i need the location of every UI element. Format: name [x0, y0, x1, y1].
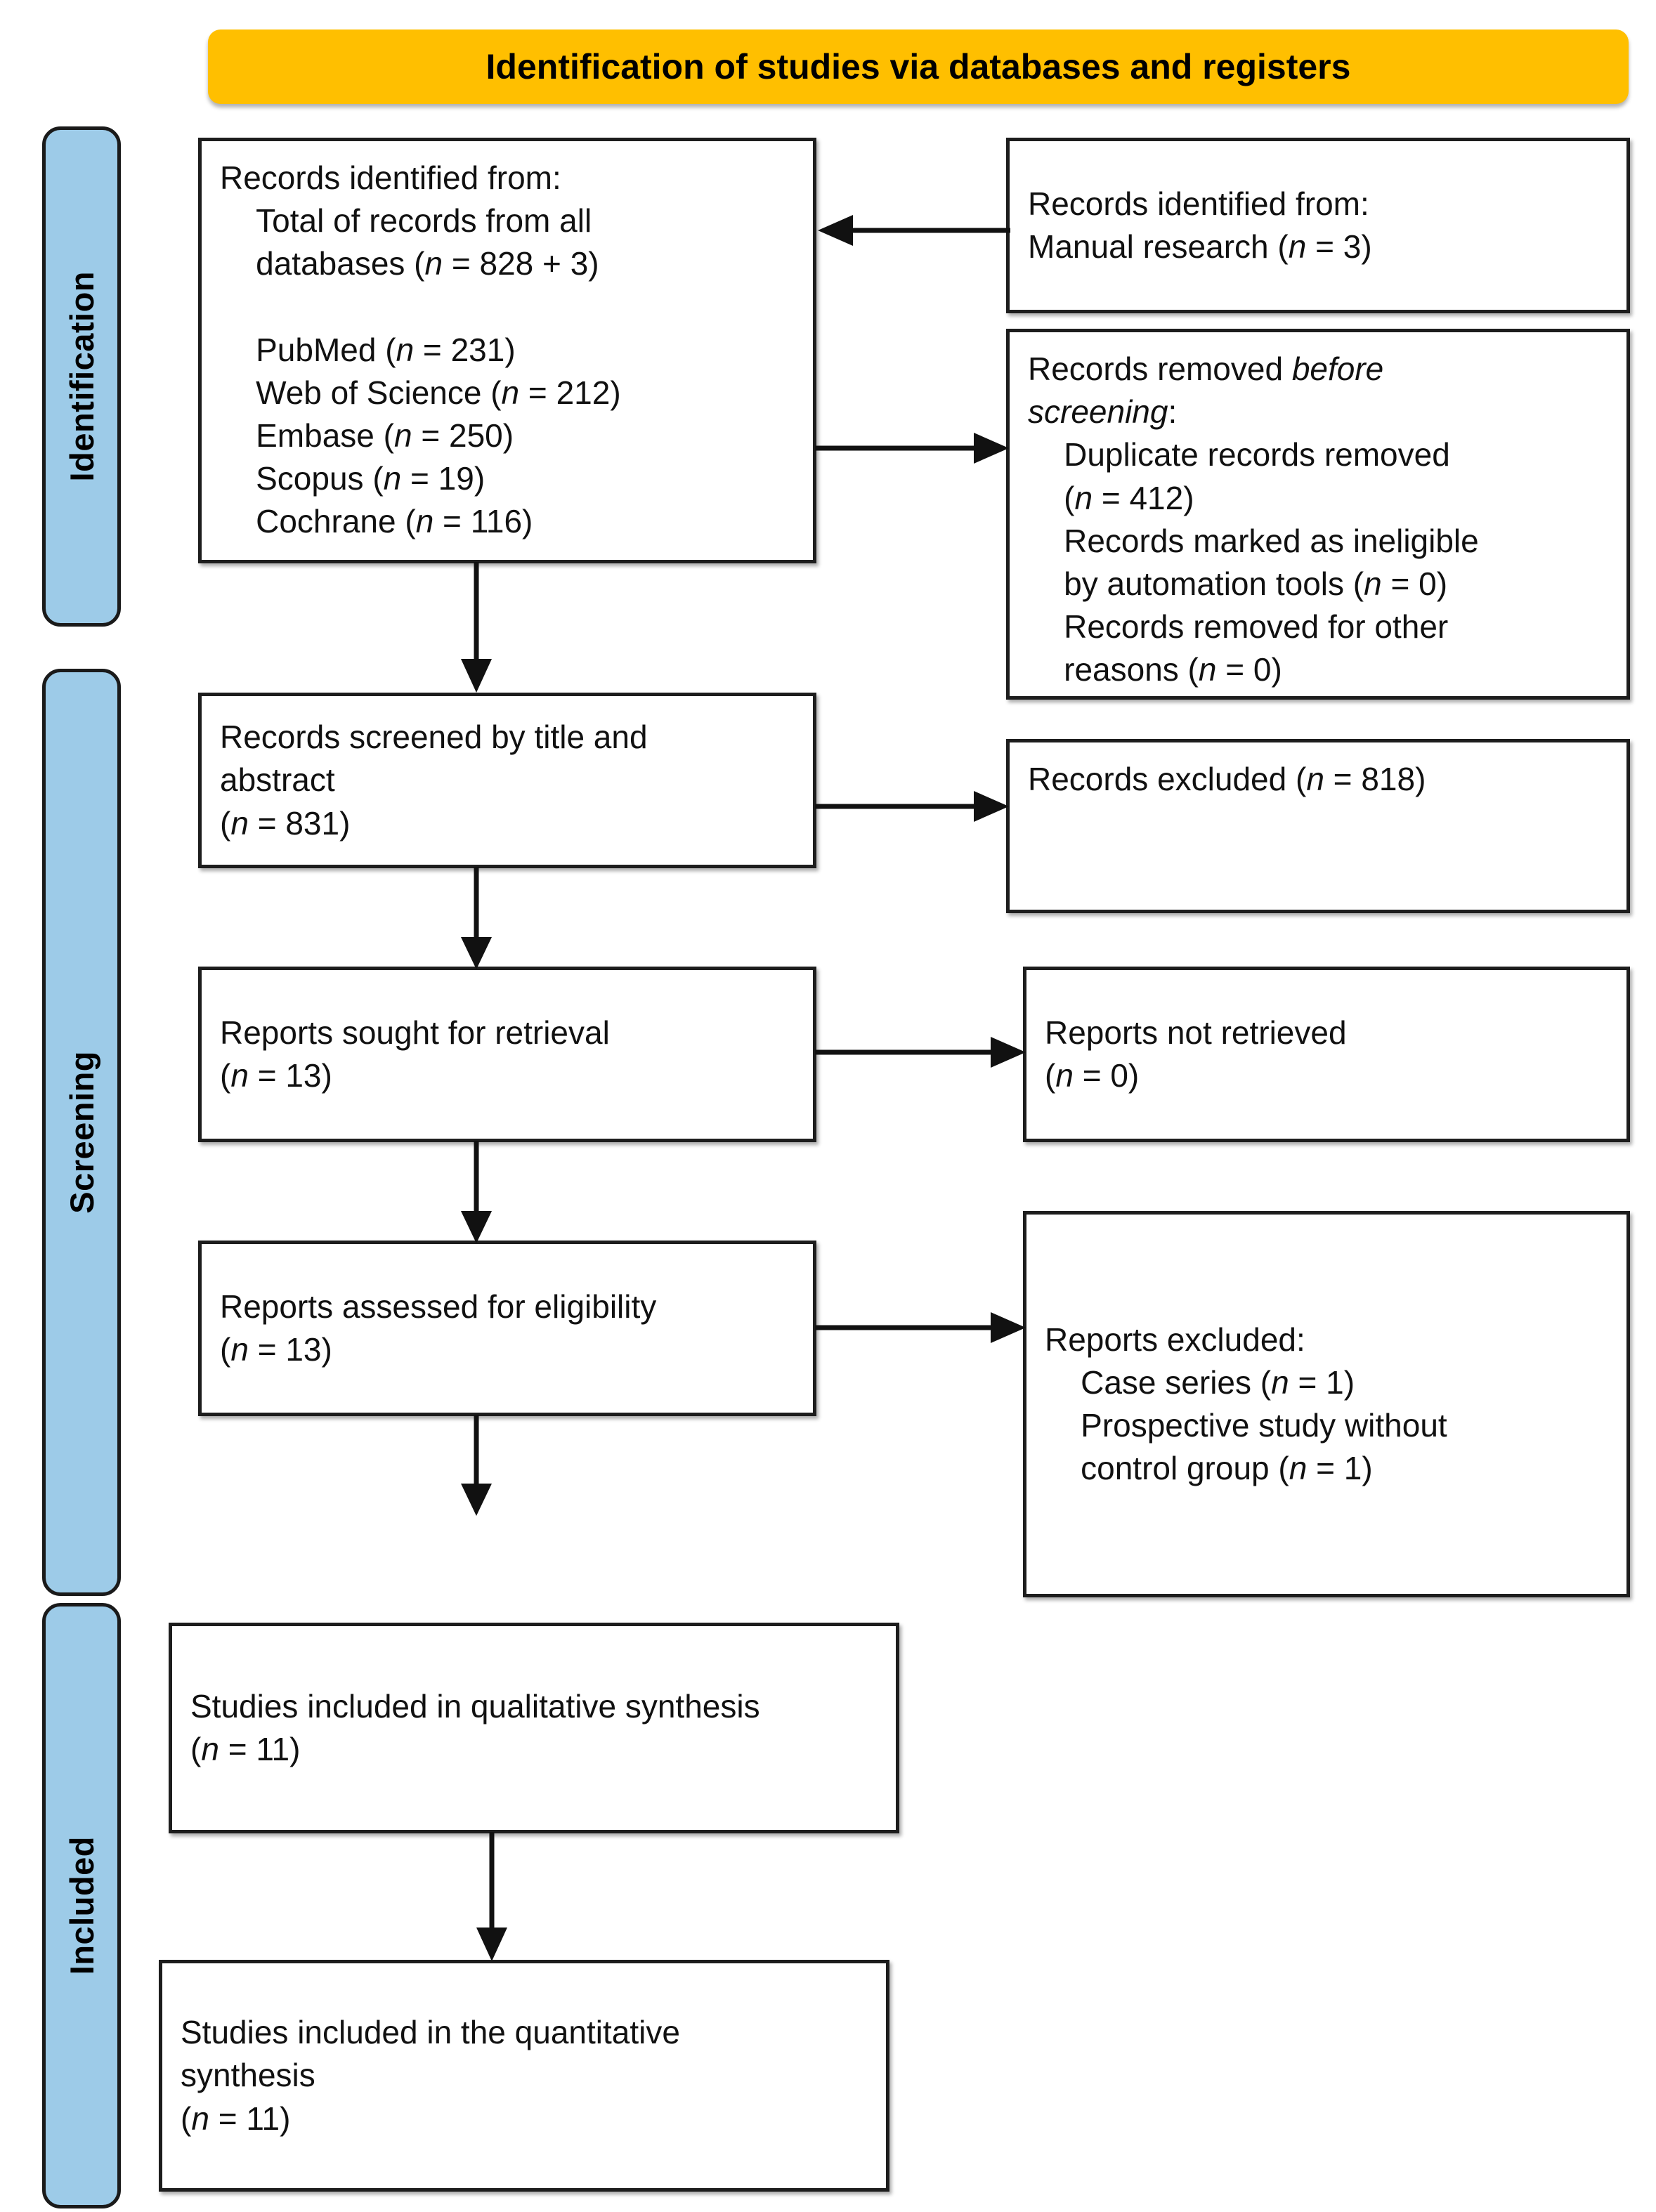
box-reports-sought-for-retrieval: Reports sought for retrieval(n = 13): [198, 967, 816, 1142]
box-reports-excluded-text: Reports excluded: Case series (n = 1) Pr…: [1045, 1321, 1447, 1487]
arrow-sought-to-assessed: [457, 1141, 496, 1245]
box-reports-sought-for-retrieval-text: Reports sought for retrieval(n = 13): [220, 1014, 610, 1094]
box-records-identified-manual: Records identified from:Manual research …: [1006, 138, 1630, 313]
arrow-screened-to-sought: [457, 867, 496, 971]
box-records-excluded: Records excluded (n = 818): [1006, 739, 1630, 913]
arrow-identified-to-removed: [814, 428, 1012, 468]
box-reports-assessed-for-eligibility-text: Reports assessed for eligibility(n = 13): [220, 1288, 657, 1368]
page-title: Identification of studies via databases …: [485, 47, 1351, 86]
diagram-header-banner: Identification of studies via databases …: [208, 30, 1629, 104]
box-records-identified-manual-text: Records identified from:Manual research …: [1028, 185, 1372, 265]
stage-band-identification: Identification: [42, 126, 121, 627]
box-records-identified-databases-text: Records identified from: Total of record…: [220, 159, 621, 540]
arrow-sought-to-not-retrieved: [814, 1033, 1029, 1072]
box-records-excluded-text: Records excluded (n = 818): [1028, 761, 1426, 797]
stage-label-identification: Identification: [63, 271, 100, 482]
arrow-assessed-to-qualitative: [457, 1415, 496, 1517]
stage-band-included: Included: [42, 1603, 121, 2208]
box-records-identified-databases: Records identified from: Total of record…: [198, 138, 816, 563]
arrow-assessed-to-reports-excluded: [814, 1308, 1029, 1347]
stage-label-included: Included: [63, 1836, 100, 1975]
arrow-qualitative-to-quantitative: [472, 1832, 511, 1963]
box-reports-not-retrieved-text: Reports not retrieved(n = 0): [1045, 1014, 1347, 1094]
stage-band-screening: Screening: [42, 669, 121, 1596]
arrow-manual-to-identified: [815, 211, 1010, 250]
box-studies-included-qualitative: Studies included in qualitative synthesi…: [169, 1623, 899, 1833]
box-reports-assessed-for-eligibility: Reports assessed for eligibility(n = 13): [198, 1241, 816, 1416]
stage-label-screening: Screening: [63, 1051, 100, 1214]
box-reports-excluded: Reports excluded: Case series (n = 1) Pr…: [1023, 1211, 1630, 1597]
box-studies-included-qualitative-text: Studies included in qualitative synthesi…: [190, 1687, 760, 1767]
arrow-identified-to-screened: [457, 562, 496, 694]
arrow-screened-to-records-excluded: [814, 787, 1012, 826]
box-reports-not-retrieved: Reports not retrieved(n = 0): [1023, 967, 1630, 1142]
